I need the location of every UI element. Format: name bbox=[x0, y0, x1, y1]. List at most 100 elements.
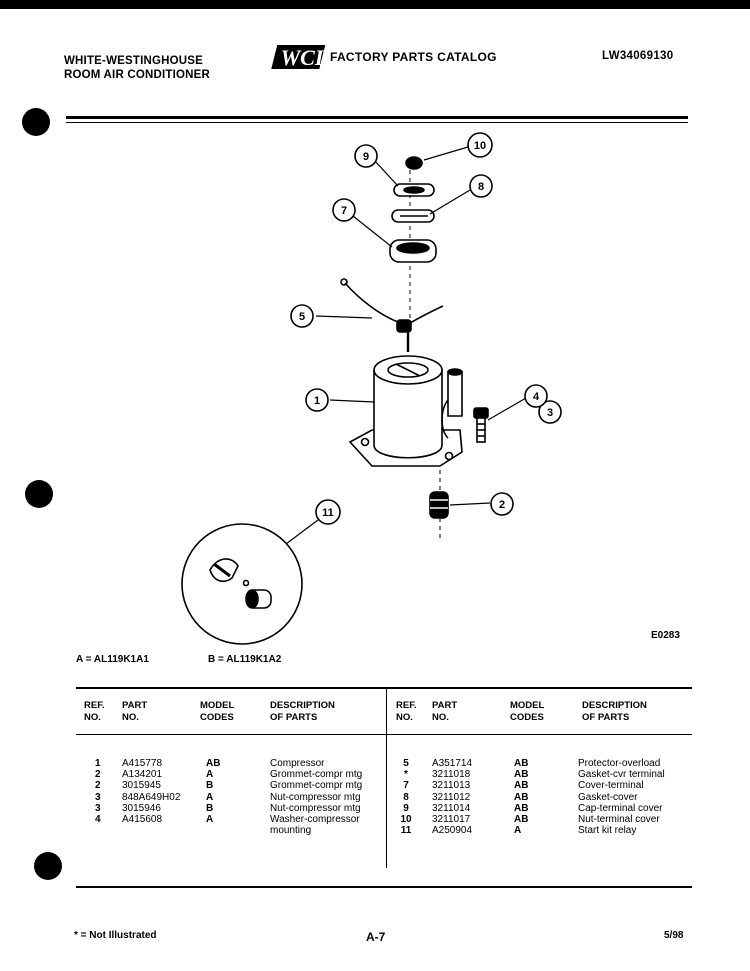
revision-date: 5/98 bbox=[664, 930, 684, 941]
table-cell: A bbox=[206, 791, 214, 803]
callout-3: 3 bbox=[538, 400, 562, 424]
binder-hole bbox=[22, 108, 50, 136]
table-cell: Washer-compressor bbox=[270, 813, 360, 825]
callout-5-label: 5 bbox=[299, 311, 305, 323]
callout-3-label: 3 bbox=[547, 407, 553, 419]
brand-line-2: ROOM AIR CONDITIONER bbox=[64, 69, 211, 81]
wci-logo: WCI bbox=[271, 45, 326, 70]
callout-5: 5 bbox=[290, 304, 314, 328]
catalog-title: FACTORY PARTS CATALOG bbox=[330, 50, 497, 64]
table-cell: B bbox=[206, 780, 214, 792]
table-cell: A415778 bbox=[122, 758, 163, 769]
table-cell: mounting bbox=[270, 825, 312, 837]
header-rule bbox=[66, 116, 688, 119]
table-cell: A250904 bbox=[432, 825, 473, 837]
diagram-code: E0283 bbox=[651, 630, 680, 641]
footnote-not-illustrated: * = Not Illustrated bbox=[74, 930, 157, 941]
catalog-number: LW34069130 bbox=[602, 50, 674, 62]
page-number: A-7 bbox=[366, 930, 386, 944]
part-9-gasket bbox=[393, 183, 435, 197]
leader-lines bbox=[285, 146, 527, 545]
brand-block: WHITE-WESTINGHOUSE ROOM AIR CONDITIONER bbox=[64, 54, 210, 82]
table-cell: 8 bbox=[403, 791, 409, 803]
table-cell: AB bbox=[206, 758, 221, 769]
table-cell: 2 bbox=[95, 769, 101, 781]
callout-1: 1 bbox=[305, 388, 329, 412]
table-cell: Grommet-compr mtg bbox=[270, 769, 363, 781]
callout-1-label: 1 bbox=[314, 395, 320, 407]
table-cell: A bbox=[206, 813, 214, 825]
header-ref-right: REF.NO. bbox=[396, 700, 417, 723]
table-cell: 5 bbox=[403, 758, 409, 769]
callout-11-label: 11 bbox=[322, 507, 334, 519]
table-cell: 3211012 bbox=[432, 791, 471, 803]
table-cell: B bbox=[206, 802, 214, 814]
table-top-rule bbox=[76, 687, 692, 689]
table-cell: Cap-terminal cover bbox=[578, 802, 663, 814]
table-cell: 848A649H02 bbox=[122, 791, 181, 803]
table-cell: AB bbox=[514, 791, 529, 803]
callout-2-label: 2 bbox=[499, 499, 505, 511]
table-cell: A415608 bbox=[122, 813, 163, 825]
binder-hole bbox=[25, 480, 53, 508]
callout-10-label: 10 bbox=[474, 140, 486, 152]
part-3-4-bolt bbox=[473, 407, 489, 443]
table-cell: 3015946 bbox=[122, 802, 161, 814]
callout-2: 2 bbox=[490, 492, 514, 516]
table-cell: AB bbox=[514, 769, 529, 781]
table-cell: 2 bbox=[95, 780, 101, 792]
callout-10: 10 bbox=[467, 132, 493, 158]
table-bottom-rule bbox=[76, 886, 692, 888]
logo-text: WCI bbox=[281, 45, 325, 70]
table-cell: 3015945 bbox=[122, 780, 161, 792]
table-cell: * bbox=[404, 769, 408, 781]
table-cell: 3211018 bbox=[432, 769, 471, 781]
table-cell: Gasket-cvr terminal bbox=[578, 769, 665, 781]
table-cell: Grommet-compr mtg bbox=[270, 780, 363, 792]
table-cell: 3 bbox=[95, 791, 101, 803]
table-cell bbox=[122, 825, 180, 836]
table-cell: Nut-compressor mtg bbox=[270, 802, 361, 814]
brand-line-1: WHITE-WESTINGHOUSE bbox=[64, 55, 204, 67]
table-cell: A bbox=[514, 825, 522, 837]
table-cell: AB bbox=[514, 802, 529, 814]
table-cell: 3211013 bbox=[432, 780, 471, 792]
table-cell: A134201 bbox=[122, 769, 163, 781]
model-legend-b: B = AL119K1A2 bbox=[208, 654, 282, 665]
table-cell: 3 bbox=[95, 802, 101, 814]
table-cell: 7 bbox=[403, 780, 409, 792]
table-cell: A bbox=[206, 769, 214, 781]
part-10-nut bbox=[405, 156, 423, 170]
table-header-rule bbox=[76, 734, 692, 735]
table-cell: 11 bbox=[400, 825, 412, 837]
table-cell: A351714 bbox=[432, 758, 473, 769]
table-cell: Compressor bbox=[270, 758, 325, 769]
table-cell: 3211017 bbox=[432, 813, 471, 825]
header-ref-left: REF.NO. bbox=[84, 700, 105, 723]
binder-hole bbox=[34, 852, 62, 880]
model-legend-a: A = AL119K1A1 bbox=[76, 654, 149, 665]
table-cell: AB bbox=[514, 813, 529, 825]
table-cell: 3211014 bbox=[432, 802, 471, 814]
part-8-cap bbox=[391, 209, 435, 223]
callout-7-label: 7 bbox=[341, 205, 347, 217]
table-cell: Cover-terminal bbox=[578, 780, 644, 792]
callout-11: 11 bbox=[315, 499, 341, 525]
callout-9-label: 9 bbox=[363, 151, 369, 163]
callout-9: 9 bbox=[354, 144, 378, 168]
callout-8: 8 bbox=[469, 174, 493, 198]
table-cell bbox=[95, 825, 101, 836]
table-cell bbox=[206, 825, 220, 836]
part-1-compressor bbox=[348, 355, 463, 467]
